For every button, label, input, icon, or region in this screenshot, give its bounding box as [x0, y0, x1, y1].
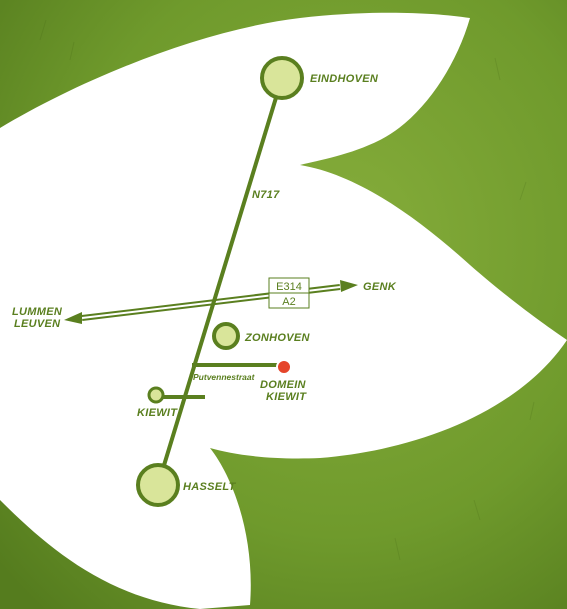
- label-n717: N717: [252, 189, 280, 201]
- label-putvennestraat: Putvennestraat: [193, 372, 256, 382]
- a2-sign: [268, 292, 310, 309]
- leaf-shape: [0, 12, 567, 609]
- road-label-e314: E314: [276, 281, 302, 293]
- label-leuven: LEUVEN: [14, 318, 61, 330]
- arrow-left-icon: [64, 312, 82, 324]
- label-kiewit: KIEWIT: [137, 407, 178, 419]
- city-marker-kiewit: [147, 386, 165, 404]
- arrow-right-icon: [340, 280, 358, 292]
- label-hasselt: HASSELT: [183, 481, 237, 493]
- destination-marker: [276, 359, 292, 375]
- road-n717: [156, 77, 284, 486]
- label-destination-line2: KIEWIT: [266, 391, 307, 403]
- city-marker-hasselt: [136, 463, 180, 507]
- road-label-a2: A2: [282, 296, 295, 308]
- label-genk: GENK: [363, 281, 397, 293]
- city-marker-eindhoven: [260, 56, 304, 100]
- label-destination-line1: DOMEIN: [260, 379, 307, 391]
- label-eindhoven: EINDHOVEN: [310, 73, 379, 85]
- label-zonhoven: ZONHOVEN: [244, 332, 310, 344]
- city-marker-zonhoven: [212, 322, 240, 350]
- label-lummen: LUMMEN: [12, 306, 63, 318]
